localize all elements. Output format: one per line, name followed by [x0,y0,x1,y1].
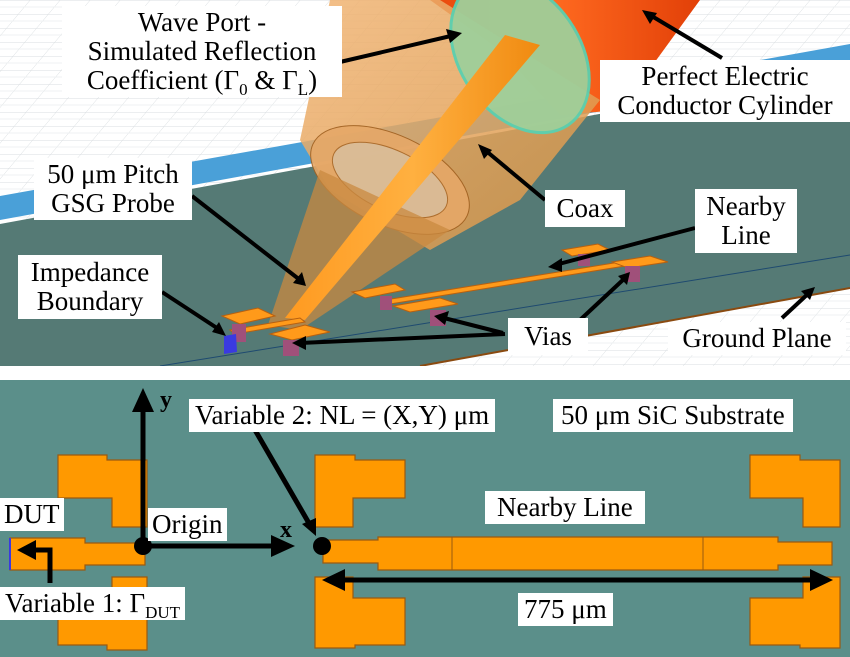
dut-arrowhead [17,540,36,560]
label-variable1-text: Variable 1: Γ [5,588,146,618]
label-variable2: Variable 2: NL = (X,Y) μm [189,399,496,432]
label-gsg-line1: 50 μm Pitch [47,159,179,189]
arrowhead [478,144,492,159]
simulation-3d-view: Wave Port - Simulated Reflection Coeffic… [0,0,850,366]
dimension-arrowhead-left [322,569,345,591]
dut-pad [220,307,277,325]
label-origin: Origin [148,508,227,541]
arrowhead [548,258,562,272]
dut-arrow-path [30,547,53,583]
dut-ground-pad-top [57,454,148,528]
nl-ground-pad-top-right [749,454,841,528]
y-axis-arrowhead [132,388,154,412]
nearby-line-pad [391,297,459,313]
label-length-775: 775 μm [518,593,613,626]
nearby-line-pad [350,283,407,299]
label-nearby-line2: Line [721,220,771,250]
label-variable1: Variable 1: ΓDUT [0,587,186,622]
label-close: ) [308,65,318,95]
label-gsg-probe: 50 μm Pitch GSG Probe [34,158,192,220]
label-wave-port-line2: Simulated Reflection [87,36,317,66]
label-impedance-line1: Impedance [30,257,150,287]
arrowhead [293,272,306,286]
dut-pad [268,324,331,341]
gamma-sub-dut: DUT [145,603,181,622]
arrow-pec [648,13,724,60]
arrow-vias-3 [578,276,627,322]
arrow-coax [483,148,547,202]
nl-reference-point [313,537,331,555]
arrow-nearby-line [554,226,696,267]
y-axis-label: y [160,387,172,413]
via [380,296,392,310]
label-dut: DUT [0,498,64,531]
ground-plane-edge [419,287,850,366]
nl-ground-pad-bottom-right [749,576,841,649]
dut-signal-line [9,537,146,571]
label-pec-line2: Conductor Cylinder [617,90,833,120]
annotation-arrows [160,13,812,345]
arrowhead [212,322,226,336]
label-impedance-line2: Boundary [36,286,144,316]
label-vias: Vias [508,318,588,355]
gamma-sub-L: L [297,80,309,99]
arrowhead [642,10,657,24]
arrow-wave-port [339,33,456,64]
arrowhead [801,287,815,300]
layout-2d-view: y x Variable 2: NL = (X,Y) μm 50 μm SiC … [0,380,850,657]
nearby-line-pad [610,255,669,269]
gamma-sub-0: 0 [239,80,248,99]
label-wave-port-line3-text: Coefficient (Γ [86,65,240,95]
layout-2d-graphic [9,388,841,651]
label-nearby-line1: Nearby [706,191,786,221]
arrow-heads [212,10,815,350]
arrowhead [292,336,306,350]
label-amp: & Γ [247,65,298,95]
label-nearby-line-3d: Nearby Line [695,189,797,253]
x-axis-arrowhead [271,535,295,557]
arrow-impedance [160,290,222,332]
label-pec-line1: Perfect Electric [641,61,809,91]
label-wave-port-line1: Wave Port - [137,7,267,37]
label-impedance-boundary: Impedance Boundary [18,255,162,319]
nl-position-arrow [252,428,313,527]
label-ground-plane: Ground Plane [668,322,846,355]
arrow-vias-1 [299,332,506,345]
arrow-ground-plane [780,290,812,320]
arrow-gsg-probe [190,194,302,282]
nl-position-arrowhead [302,518,316,536]
label-coax: Coax [545,190,625,227]
nl-ground-pad-bottom-left [314,576,406,649]
arrowhead [618,272,630,285]
label-gsg-line2: GSG Probe [51,188,175,218]
nl-ground-pad-top-left [314,454,406,528]
coax-center-pin [285,35,540,320]
origin-point [134,537,152,555]
x-axis-label: x [280,517,292,543]
label-nearby-line-2d: Nearby Line [485,491,645,524]
arrowhead [446,29,462,43]
label-pec-cylinder: Perfect Electric Conductor Cylinder [600,60,850,122]
impedance-boundary-sheet [224,334,237,354]
label-wave-port: Wave Port - Simulated Reflection Coeffic… [62,6,342,99]
label-wave-port-line3: Coefficient (Γ0 & ΓL) [68,65,336,99]
label-substrate: 50 μm SiC Substrate [553,399,793,432]
dimension-arrowhead-right [810,569,833,591]
substrate-line [159,254,850,366]
nl-signal-line [322,536,833,571]
arrowhead [434,311,449,325]
via [625,266,640,282]
arrow-vias-2 [439,315,504,335]
